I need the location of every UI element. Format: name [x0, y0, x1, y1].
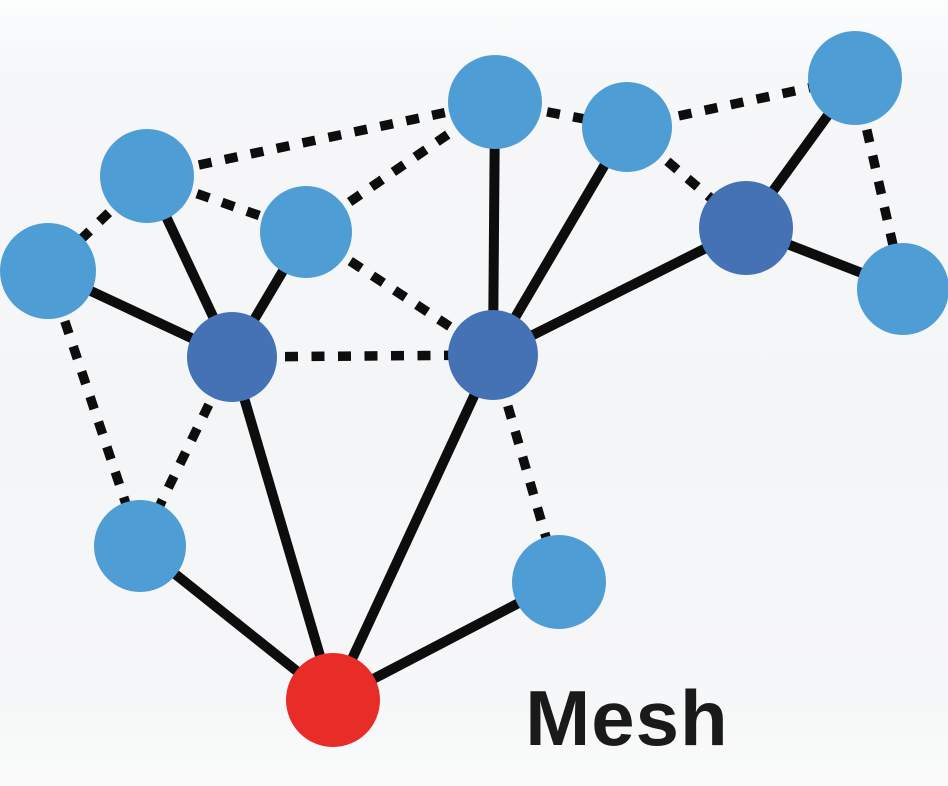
- mesh-label: Mesh: [525, 674, 728, 762]
- edge-n1-n4-dashed: [146, 97, 496, 181]
- network-node-n6-light_blue: [808, 31, 902, 125]
- edge-n12-n11-solid: [490, 223, 749, 360]
- network-node-n2-light_blue: [0, 223, 96, 319]
- network-node-n7-light_blue: [857, 243, 948, 335]
- network-node-n3-light_blue: [260, 186, 352, 278]
- edge-n10-n13-solid: [227, 355, 338, 702]
- network-node-n10-dark_blue: [187, 312, 277, 402]
- edge-n2-n8-dashed: [43, 269, 145, 548]
- network-node-n4-light_blue: [448, 55, 542, 149]
- network-node-n8-light_blue: [94, 500, 186, 592]
- edge-n11-n13-solid: [328, 352, 498, 703]
- network-node-n12-dark_blue: [699, 181, 793, 275]
- network-node-n11-dark_blue: [448, 310, 538, 400]
- network-node-n9-light_blue: [512, 535, 606, 629]
- network-node-n13-red: [286, 653, 380, 747]
- network-node-n5-light_blue: [582, 82, 672, 172]
- network-node-n1-light_blue: [100, 129, 194, 223]
- nodes-layer: [0, 31, 948, 747]
